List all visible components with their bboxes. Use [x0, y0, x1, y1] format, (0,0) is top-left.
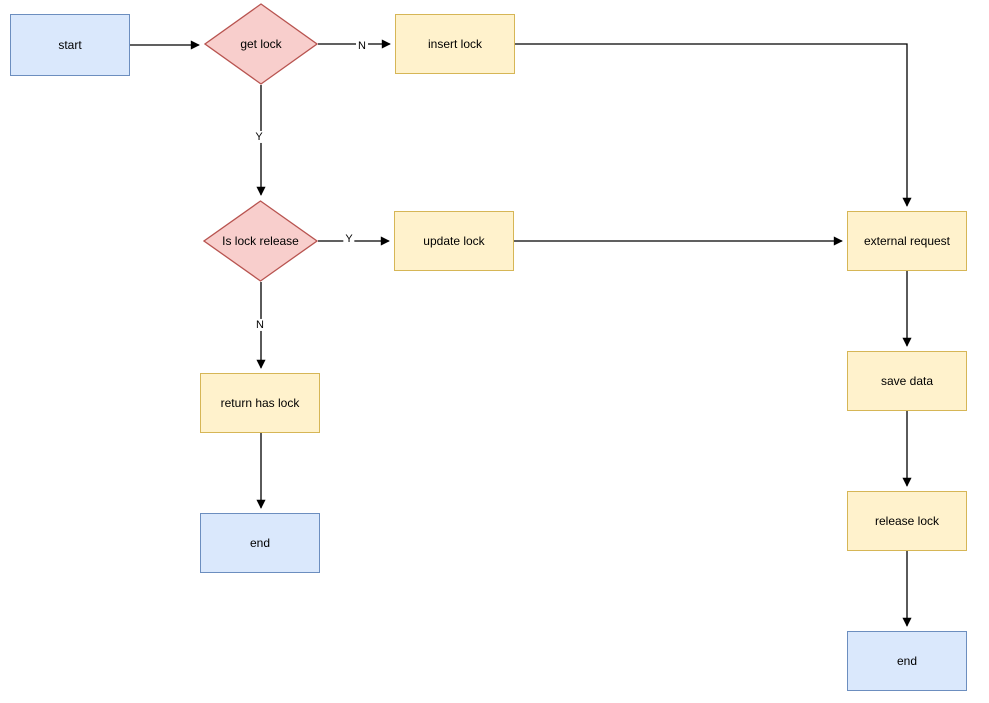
node-is-lock-release: Is lock release [203, 200, 318, 282]
node-label-return-has-lock: return has lock [220, 395, 300, 410]
node-label-end-right: end [896, 653, 918, 668]
node-end-right: end [847, 631, 967, 691]
node-end-left: end [200, 513, 320, 573]
edge-insert-lock-to-external-request [515, 43, 912, 207]
node-label-external-request: external request [863, 233, 951, 248]
node-label-update-lock: update lock [423, 233, 485, 248]
node-start: start [10, 14, 130, 76]
edge-label-get-lock-to-insert-lock: N [356, 39, 368, 53]
node-return-has-lock: return has lock [200, 373, 320, 433]
node-label-is-lock-release: Is lock release [222, 233, 299, 248]
node-save-data: save data [847, 351, 967, 411]
edge-label-is-lock-release-to-update-lock: Y [343, 232, 355, 246]
node-update-lock: update lock [394, 211, 514, 271]
node-label-release-lock: release lock [874, 513, 940, 528]
node-external-request: external request [847, 211, 967, 271]
node-label-end-left: end [249, 535, 271, 550]
node-release-lock: release lock [847, 491, 967, 551]
node-label-get-lock: get lock [240, 36, 282, 51]
diamond-shape [204, 3, 318, 85]
node-label-start: start [58, 37, 82, 52]
edge-label-is-lock-release-to-return-has-lock: N [254, 318, 266, 332]
node-label-save-data: save data [880, 373, 934, 388]
node-get-lock: get lock [204, 3, 318, 85]
diamond-shape [203, 200, 318, 282]
node-label-insert-lock: insert lock [427, 36, 483, 51]
node-insert-lock: insert lock [395, 14, 515, 74]
edge-label-get-lock-to-is-lock-release: Y [253, 130, 265, 144]
